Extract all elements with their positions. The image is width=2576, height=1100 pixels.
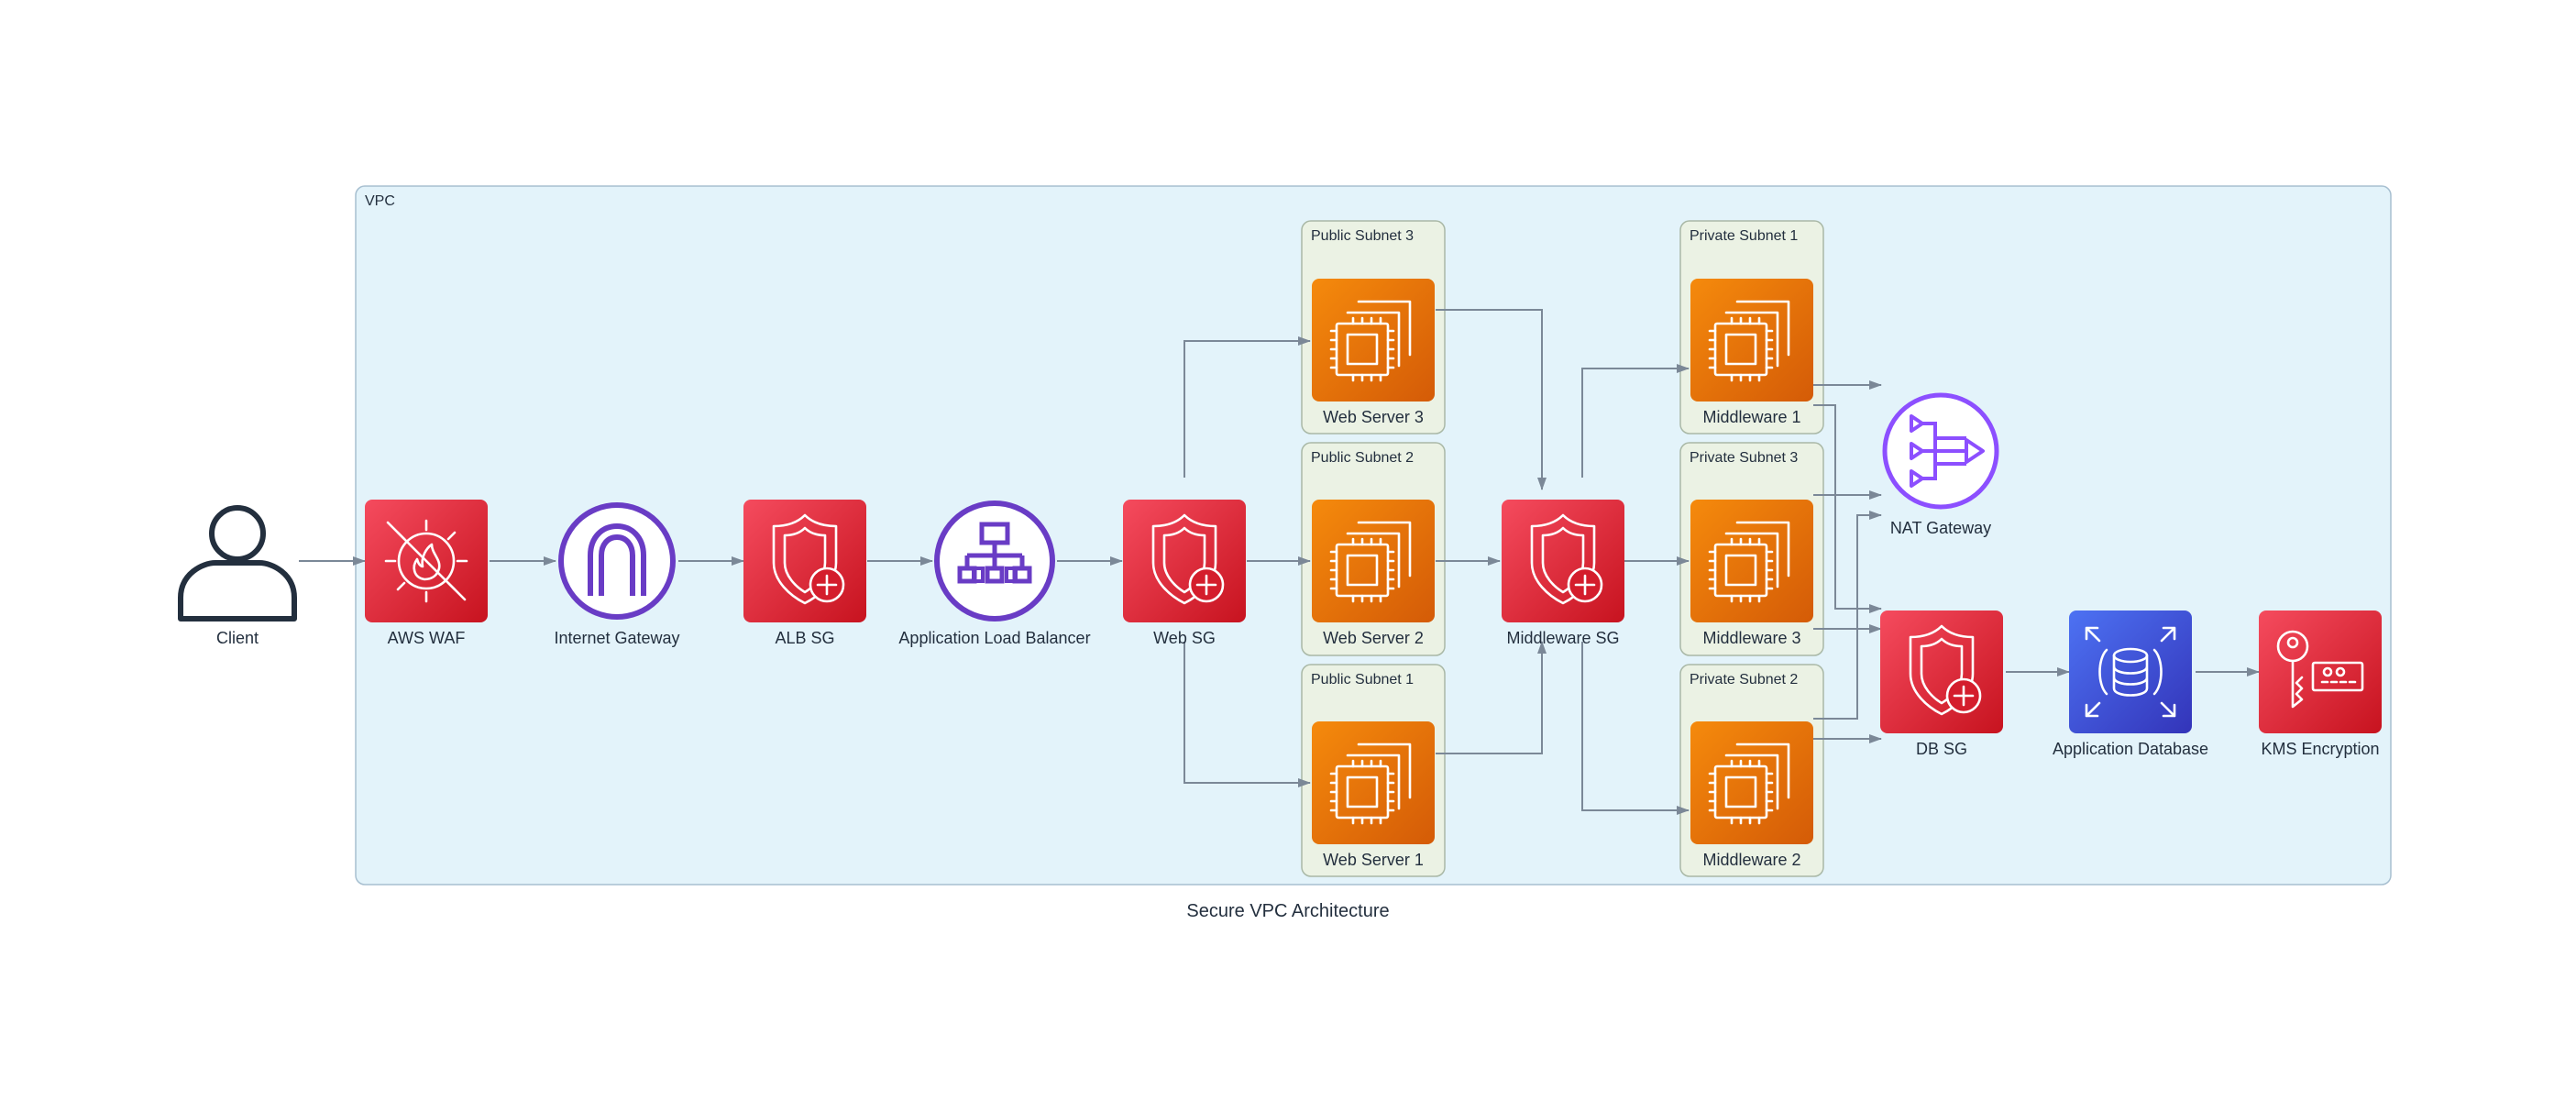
node-web-server-2[interactable]: Web Server 2: [1312, 500, 1435, 647]
database-label: Application Database: [2053, 740, 2208, 758]
middleware-3-label: Middleware 3: [1702, 629, 1800, 647]
client-label: Client: [216, 629, 259, 647]
public-subnet-2-label: Public Subnet 2: [1311, 450, 1414, 466]
nat-gateway-icon: [1882, 392, 1999, 510]
node-web-sg[interactable]: Web SG: [1123, 500, 1246, 647]
edge-web-sg-web3: [1183, 336, 1311, 478]
web-server-3-label: Web Server 3: [1323, 408, 1424, 426]
node-aws-waf[interactable]: AWS WAF: [365, 500, 488, 647]
public-subnet-3-label: Public Subnet 3: [1311, 228, 1414, 244]
public-subnet-1-label: Public Subnet 1: [1311, 672, 1414, 688]
edge-mw2-nat: [1813, 511, 1882, 720]
middleware-2-label: Middleware 2: [1702, 851, 1800, 869]
key-icon: [2276, 630, 2364, 709]
node-kms-encryption[interactable]: KMS Encryption: [2259, 610, 2382, 758]
node-middleware-sg[interactable]: Middleware SG: [1502, 500, 1624, 647]
waf-label: AWS WAF: [388, 629, 466, 647]
node-application-database[interactable]: Application Database: [2053, 610, 2208, 758]
igw-label: Internet Gateway: [554, 629, 679, 647]
vpc-label: VPC: [365, 193, 395, 209]
node-alb-sg[interactable]: ALB SG: [743, 500, 866, 647]
diagram-title: Secure VPC Architecture: [1186, 901, 1389, 921]
db-sg-label: DB SG: [1916, 740, 1967, 758]
web-server-2-label: Web Server 2: [1323, 629, 1424, 647]
middleware-1-label: Middleware 1: [1702, 408, 1800, 426]
node-middleware-3[interactable]: Middleware 3: [1690, 500, 1813, 647]
nat-gateway-label: NAT Gateway: [1890, 519, 1991, 537]
waf-icon: [384, 519, 468, 603]
node-web-server-1[interactable]: Web Server 1: [1312, 721, 1435, 869]
node-client[interactable]: Client: [178, 505, 297, 647]
node-middleware-1[interactable]: Middleware 1: [1690, 279, 1813, 426]
web-server-1-label: Web Server 1: [1323, 851, 1424, 869]
edge-mw-sg-mw2: [1581, 642, 1690, 815]
edge-mw1-db-sg: [1813, 404, 1882, 613]
private-subnet-3-label: Private Subnet 3: [1690, 450, 1798, 466]
edges: [299, 309, 2260, 815]
alb-label: Application Load Balancer: [898, 629, 1090, 647]
edge-web3-mw-sg: [1436, 309, 1547, 490]
edge-mw-sg-mw1: [1581, 364, 1690, 478]
load-balancer-icon: [934, 500, 1055, 622]
node-nat-gateway[interactable]: NAT Gateway: [1882, 392, 1999, 537]
private-subnet-2-label: Private Subnet 2: [1690, 672, 1798, 688]
alb-sg-label: ALB SG: [775, 629, 834, 647]
node-middleware-2[interactable]: Middleware 2: [1690, 721, 1813, 869]
edge-web-sg-web1: [1183, 642, 1311, 787]
kms-label: KMS Encryption: [2261, 740, 2379, 758]
middleware-sg-label: Middleware SG: [1506, 629, 1619, 647]
node-web-server-3[interactable]: Web Server 3: [1312, 279, 1435, 426]
web-sg-label: Web SG: [1153, 629, 1216, 647]
private-subnet-1-label: Private Subnet 1: [1690, 228, 1798, 244]
node-application-load-balancer[interactable]: Application Load Balancer: [898, 500, 1091, 647]
internet-gateway-icon: [558, 502, 676, 620]
edge-web1-mw-sg: [1436, 641, 1547, 754]
database-icon: [2085, 626, 2176, 718]
node-db-sg[interactable]: DB SG: [1880, 610, 2003, 758]
user-icon: [178, 505, 297, 622]
node-internet-gateway[interactable]: Internet Gateway: [554, 502, 680, 647]
